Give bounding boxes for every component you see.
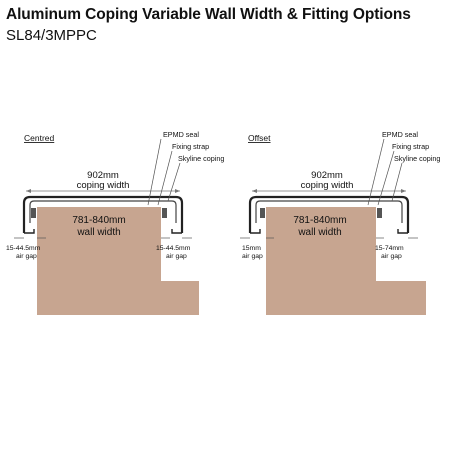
coping-width-value: 902mm: [87, 170, 119, 181]
right-gap-caption: air gap: [166, 253, 187, 260]
panel-heading: Centred: [24, 133, 55, 143]
arrowhead: [401, 189, 406, 193]
wall: [266, 207, 376, 315]
wall-width-caption: wall width: [76, 227, 120, 238]
left-gap-value: 15-44.5mm: [6, 245, 41, 252]
page-title: Aluminum Coping Variable Wall Width & Fi…: [6, 6, 411, 23]
left-drip: [24, 229, 35, 234]
left-seal: [260, 208, 265, 218]
offset-diagram: Offset 902mm coping width 781-840mm wall…: [222, 125, 448, 315]
fixing-strap: [29, 200, 177, 223]
wall-width-value: 781-840mm: [293, 215, 346, 226]
strap-callout: Fixing strap: [172, 142, 209, 151]
offset-diagram-svg: Offset 902mm coping width 781-840mm wall…: [240, 130, 440, 315]
fixing-strap: [255, 200, 403, 223]
wall-width-caption: wall width: [297, 227, 341, 238]
coping-width-caption: coping width: [77, 180, 130, 191]
strap-callout: Fixing strap: [392, 142, 429, 151]
lower-wall-step: [376, 281, 426, 315]
left-gap-caption: air gap: [242, 253, 263, 260]
coping-leader: [391, 162, 403, 202]
left-seal: [31, 208, 36, 218]
coping-width-caption: coping width: [301, 180, 354, 191]
left-gap-value: 15mm: [242, 245, 261, 252]
coping-width-value: 902mm: [311, 170, 343, 181]
wall: [37, 207, 161, 315]
seal-callout: EPMD seal: [382, 130, 418, 139]
product-code: SL84/3MPPC: [6, 27, 97, 44]
seal-leader: [367, 138, 385, 206]
right-drip: [397, 229, 408, 234]
centred-diagram: Centred 902mm coping width 781-840mm wal…: [0, 125, 226, 315]
coping-profile: [248, 195, 410, 233]
right-drip: [171, 229, 182, 234]
arrowhead: [26, 189, 31, 193]
coping-callout: Skyline coping: [394, 154, 440, 163]
arrowhead: [252, 189, 257, 193]
panel-heading: Offset: [248, 133, 271, 143]
coping-callout: Skyline coping: [178, 154, 224, 163]
right-gap-value: 15-44.5mm: [156, 245, 191, 252]
lower-wall-step: [161, 281, 199, 315]
left-drip: [250, 229, 261, 234]
coping-profile: [22, 195, 184, 233]
strap-leader: [157, 150, 173, 206]
right-gap-value: 15-74mm: [375, 245, 404, 252]
right-seal: [162, 208, 167, 218]
strap-leader: [377, 150, 395, 206]
wall-width-value: 781-840mm: [72, 215, 125, 226]
coping-leader: [167, 162, 181, 202]
right-gap-caption: air gap: [381, 253, 402, 260]
centred-diagram-svg: Centred 902mm coping width 781-840mm wal…: [6, 130, 224, 315]
right-seal: [377, 208, 382, 218]
arrowhead: [175, 189, 180, 193]
left-gap-caption: air gap: [16, 253, 37, 260]
seal-callout: EPMD seal: [163, 130, 199, 139]
seal-leader: [147, 138, 162, 206]
